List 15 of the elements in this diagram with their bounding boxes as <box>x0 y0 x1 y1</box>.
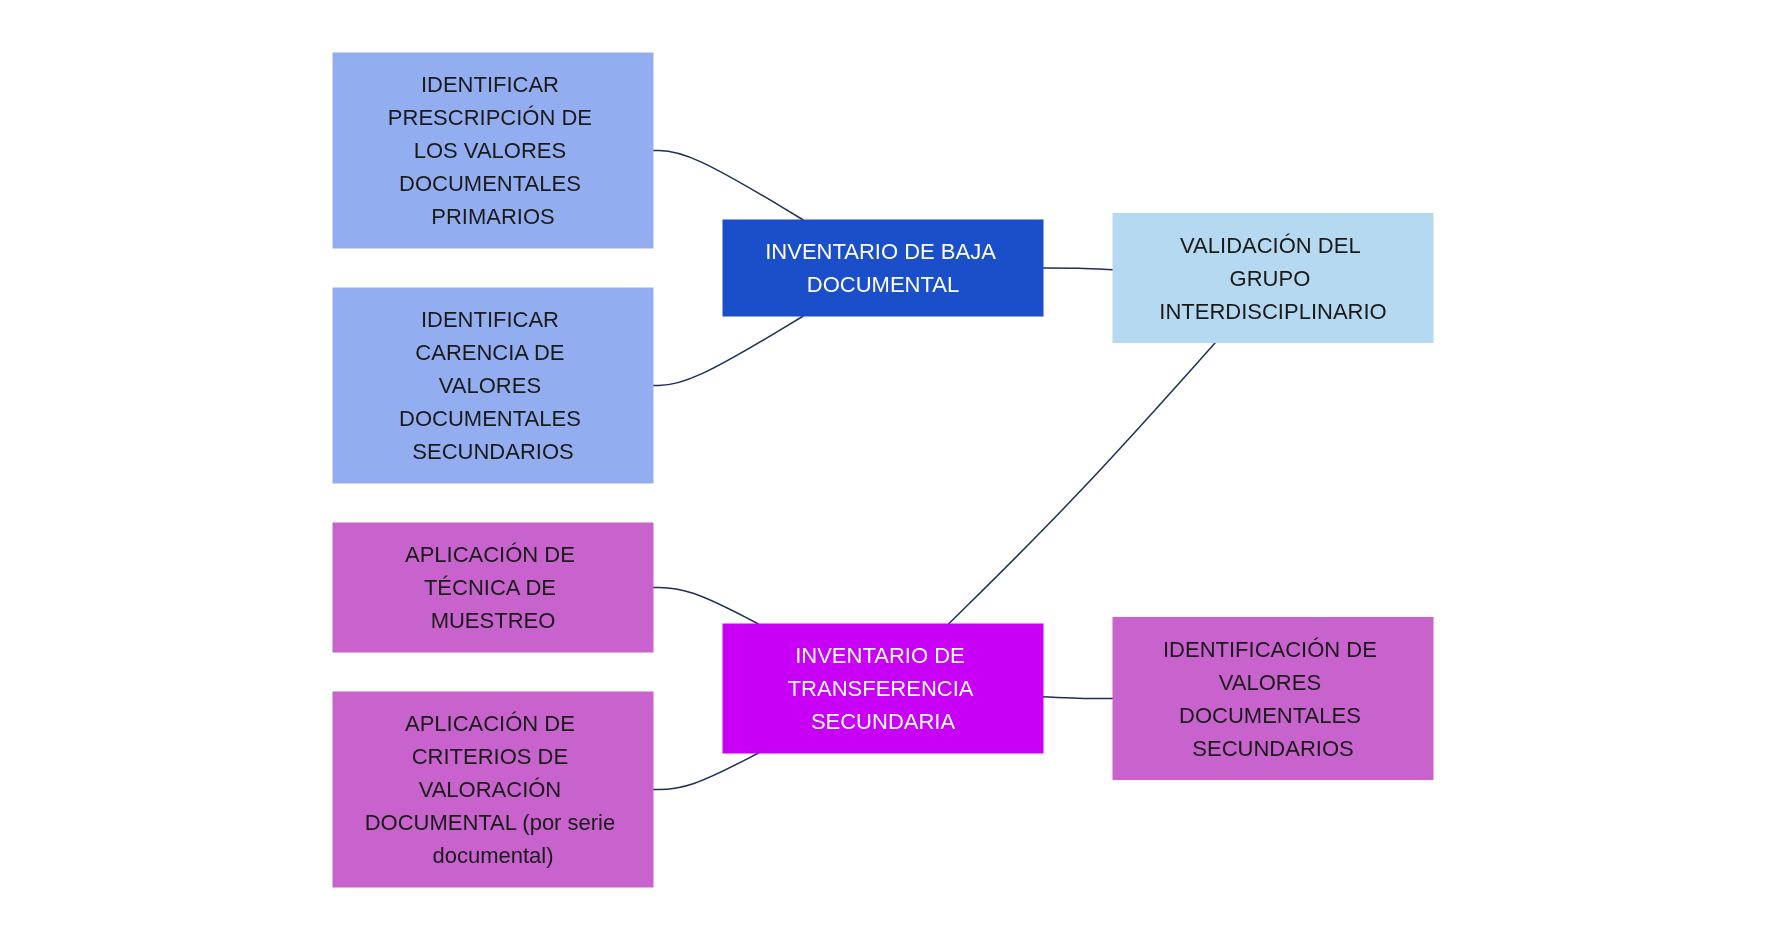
node-box: INVENTARIO DE BAJA DOCUMENTAL <box>722 219 1044 317</box>
connector <box>652 752 760 791</box>
node-box: APLICACIÓN DE CRITERIOS DE VALORACIÓN DOCUMENTAL (por serie documental) <box>332 691 654 888</box>
connector <box>652 586 760 625</box>
node-box: VALIDACIÓN DEL GRUPO INTERDISCIPLINARIO <box>1112 213 1434 343</box>
node-box: APLICACIÓN DE TÉCNICA DE MUESTREO <box>332 522 654 653</box>
connector <box>652 315 805 387</box>
connector <box>947 341 1217 625</box>
node-box: IDENTIFICACIÓN DE VALORES DOCUMENTALES SECUNDARIOS <box>1112 617 1434 780</box>
connector <box>1042 267 1114 271</box>
connector <box>652 149 805 221</box>
connector <box>1042 695 1114 700</box>
node-box: IDENTIFICAR PRESCRIPCIÓN DE LOS VALORES DOCUMENTALES PRIMARIOS <box>332 52 654 249</box>
node-box: INVENTARIO DE TRANSFERENCIA SECUNDARIA <box>722 623 1044 754</box>
node-box: IDENTIFICAR CARENCIA DE VALORES DOCUMENTALES SECUNDARIOS <box>332 287 654 484</box>
